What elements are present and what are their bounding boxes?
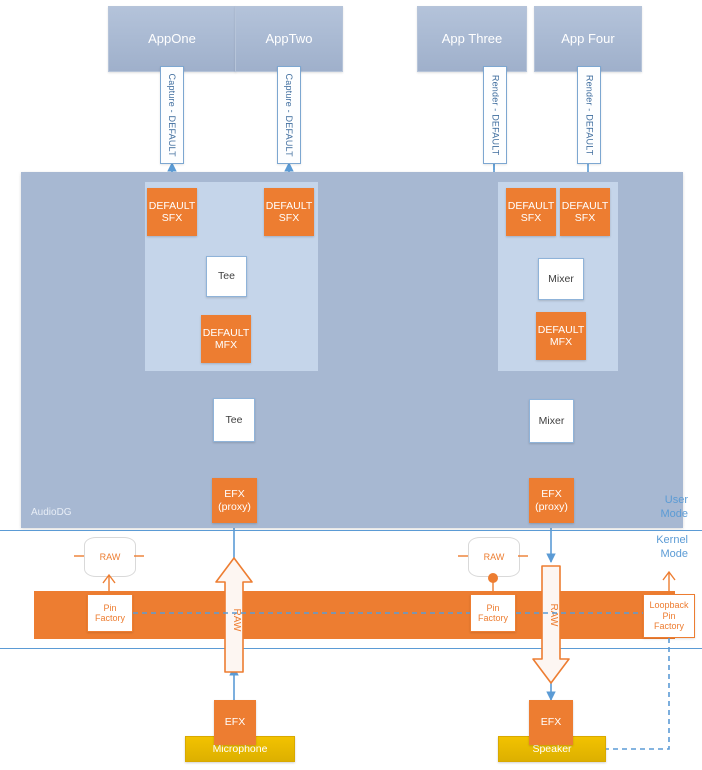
- stream-tab-appfour[interactable]: Render - DEFAULT: [577, 66, 601, 164]
- app-box-appfour[interactable]: App Four: [534, 6, 642, 72]
- render-default-mfx[interactable]: DEFAULT MFX: [536, 312, 586, 360]
- stream-tab-apptwo[interactable]: Capture - DEFAULT: [277, 66, 301, 164]
- capture-tee-inner[interactable]: Tee: [206, 256, 247, 297]
- node-label-line1: DEFAULT: [148, 199, 196, 212]
- raw-shape-render: RAW: [468, 537, 520, 577]
- raw-label: RAW: [483, 552, 505, 562]
- stream-tab-appone[interactable]: Capture - DEFAULT: [160, 66, 184, 164]
- user-mode-label: User Mode: [628, 494, 688, 522]
- pin-factory-line2: Factory: [477, 613, 508, 623]
- loopback-line2: Pin: [662, 610, 676, 621]
- app-label: App Three: [441, 30, 503, 46]
- pin-factory-capture[interactable]: Pin Factory: [87, 594, 133, 632]
- node-label-line2: MFX: [549, 336, 573, 348]
- pin-factory-render[interactable]: Pin Factory: [470, 594, 516, 632]
- audiodg-label: AudioDG: [31, 507, 72, 518]
- render-mixer-inner[interactable]: Mixer: [538, 258, 584, 300]
- node-label-line2: SFX: [574, 212, 596, 224]
- node-label: Mixer: [548, 272, 574, 285]
- app-label: AppOne: [148, 30, 196, 46]
- app-box-appone[interactable]: AppOne: [108, 6, 236, 72]
- loopback-line3: Factory: [653, 621, 684, 632]
- raw-stems: [74, 555, 676, 594]
- render-mixer-outer[interactable]: Mixer: [529, 399, 574, 443]
- user-kernel-divider: [0, 530, 702, 531]
- node-label: EFX: [224, 716, 246, 729]
- kernel-hardware-divider: [0, 648, 702, 649]
- node-label-line1: DEFAULT: [202, 326, 250, 339]
- capture-default-sfx-left[interactable]: DEFAULT SFX: [147, 188, 197, 236]
- node-label-line2: (proxy): [535, 500, 568, 513]
- kernel-mode-line2: Mode: [660, 547, 688, 560]
- node-label-line2: SFX: [278, 212, 300, 224]
- node-label-line2: MFX: [214, 339, 238, 351]
- capture-tee-outer[interactable]: Tee: [213, 398, 255, 442]
- loopback-line1: Loopback: [649, 600, 689, 611]
- capture-default-mfx[interactable]: DEFAULT MFX: [201, 315, 251, 363]
- app-label: AppTwo: [265, 30, 313, 46]
- speaker-efx[interactable]: EFX: [529, 700, 573, 745]
- app-box-apptwo[interactable]: AppTwo: [235, 6, 343, 72]
- pin-factory-line2: Factory: [94, 613, 125, 623]
- node-label-line1: DEFAULT: [561, 199, 609, 212]
- capture-efx-proxy[interactable]: EFX (proxy): [212, 478, 257, 523]
- render-default-sfx-right[interactable]: DEFAULT SFX: [560, 188, 610, 236]
- node-label: EFX: [540, 716, 562, 729]
- render-efx-proxy[interactable]: EFX (proxy): [529, 478, 574, 523]
- pin-factory-line1: Pin: [103, 602, 117, 613]
- node-label-line2: SFX: [520, 212, 542, 224]
- node-label-line1: EFX: [541, 488, 562, 501]
- stream-label: Render - DEFAULT: [490, 74, 501, 156]
- user-mode-line1: User: [664, 494, 688, 506]
- device-label: Microphone: [212, 742, 268, 755]
- stream-label: Render - DEFAULT: [584, 74, 595, 156]
- node-label: Tee: [218, 270, 235, 283]
- device-label: Speaker: [532, 742, 572, 755]
- node-label-line1: DEFAULT: [507, 199, 555, 212]
- app-label: App Four: [561, 30, 615, 46]
- microphone-efx[interactable]: EFX: [214, 700, 256, 745]
- raw-label: RAW: [99, 552, 121, 562]
- node-label-line2: SFX: [161, 212, 183, 224]
- capture-default-sfx-right[interactable]: DEFAULT SFX: [264, 188, 314, 236]
- speaker-device[interactable]: Speaker: [498, 736, 606, 762]
- node-label-line1: DEFAULT: [537, 323, 585, 336]
- stream-label: Capture - DEFAULT: [167, 73, 178, 157]
- user-mode-line2: Mode: [660, 507, 688, 520]
- node-label: Tee: [225, 413, 243, 426]
- node-label: Mixer: [538, 414, 565, 427]
- node-label-line1: EFX: [224, 488, 245, 501]
- kernel-mode-line1: Kernel: [656, 534, 688, 546]
- pin-factory-line1: Pin: [486, 602, 500, 613]
- raw-shape-capture: RAW: [84, 537, 136, 577]
- render-default-sfx-left[interactable]: DEFAULT SFX: [506, 188, 556, 236]
- stream-label: Capture - DEFAULT: [284, 73, 295, 157]
- node-label-line2: (proxy): [218, 500, 251, 513]
- node-label-line1: DEFAULT: [265, 199, 313, 212]
- kernel-mode-label: Kernel Mode: [628, 534, 688, 562]
- stream-tab-appthree[interactable]: Render - DEFAULT: [483, 66, 507, 164]
- loopback-pin-factory[interactable]: Loopback Pin Factory: [643, 594, 695, 638]
- app-box-appthree[interactable]: App Three: [417, 6, 527, 72]
